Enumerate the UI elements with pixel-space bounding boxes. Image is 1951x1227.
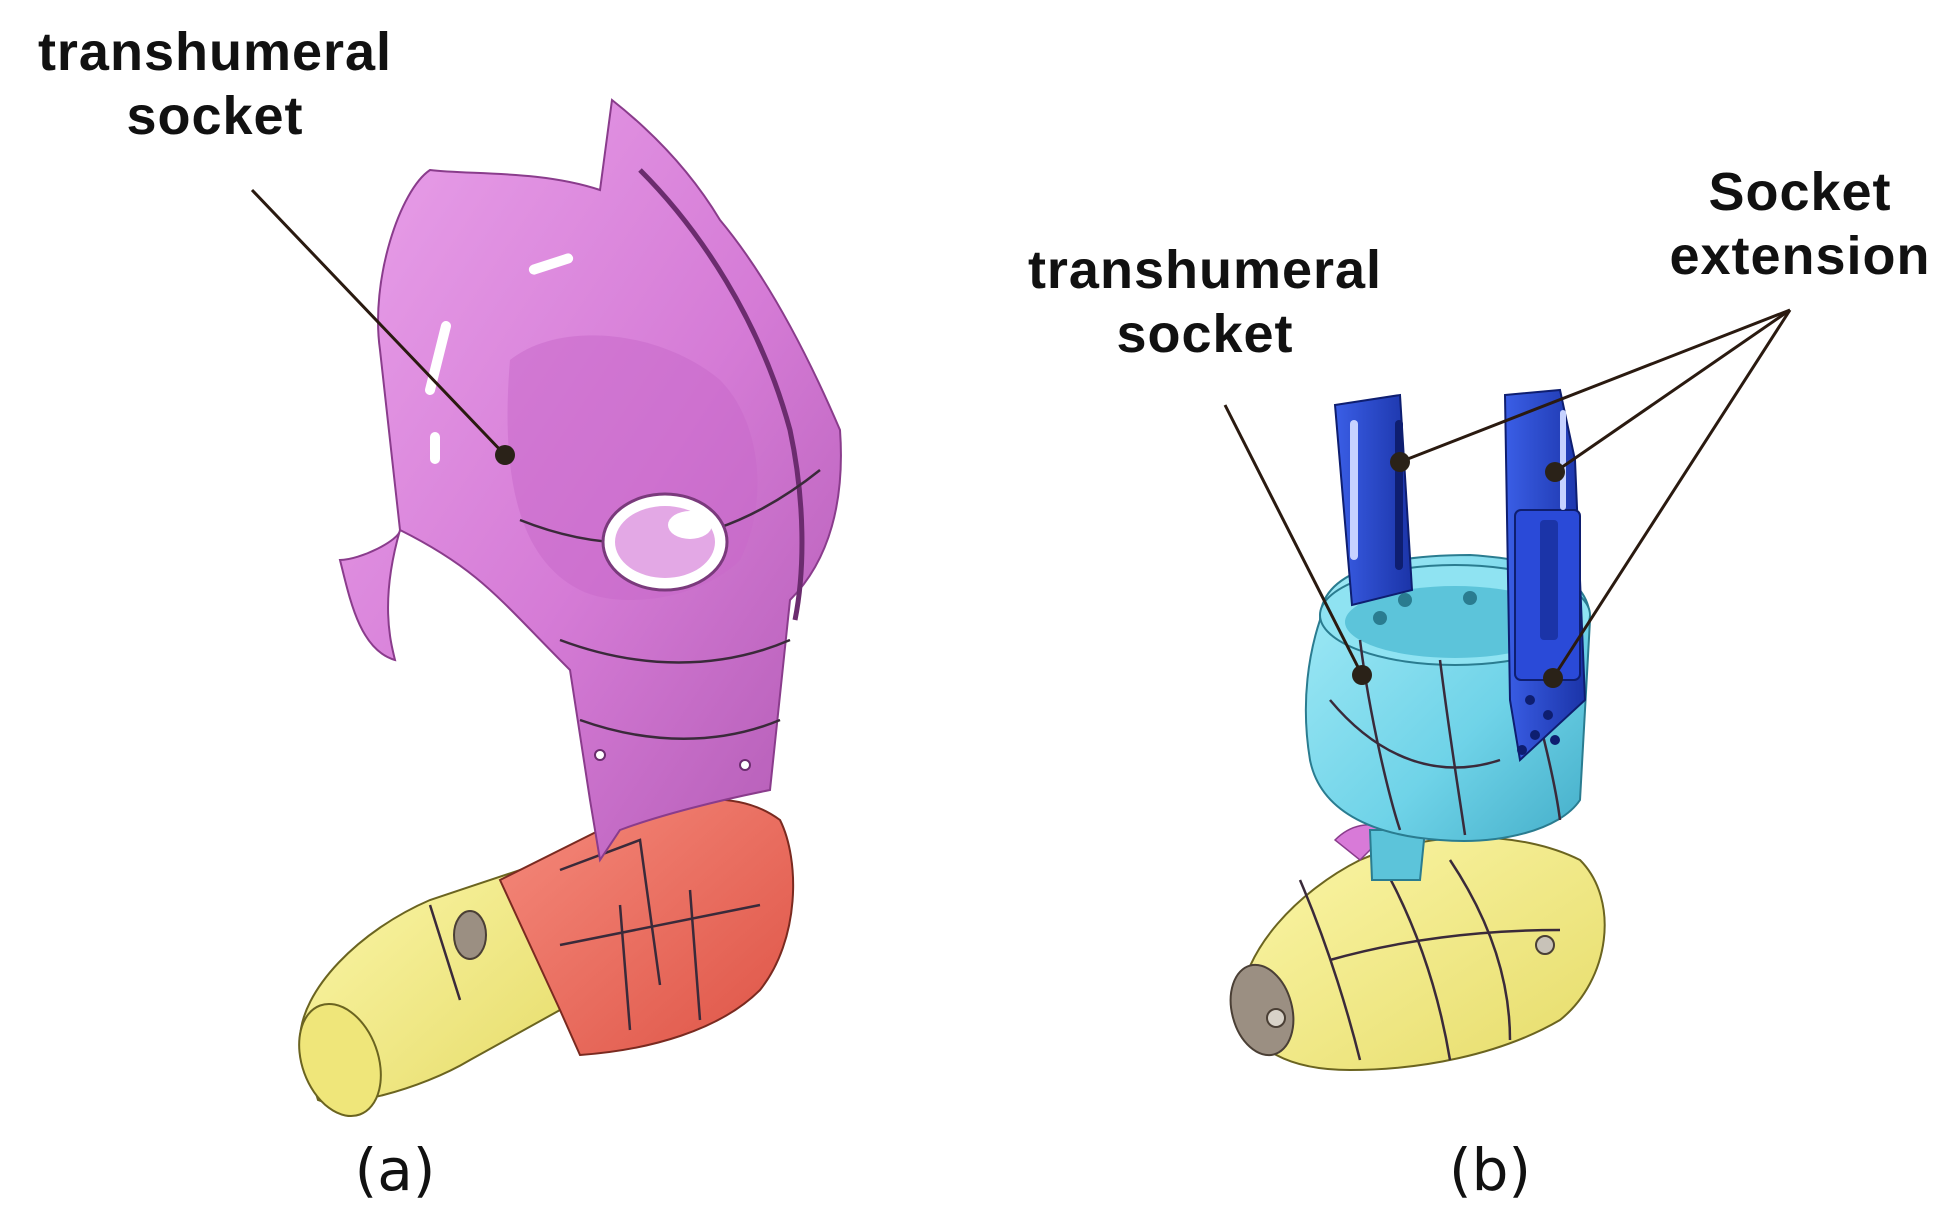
callout-dot-a [495, 445, 515, 465]
extension-dot-3 [1543, 668, 1563, 688]
forearm-yellow-b [1229, 824, 1606, 1072]
extension-leader-1 [1399, 308, 1791, 464]
callout-extension-line1: Socket [1708, 162, 1892, 222]
callout-socket-b-line2: socket [1116, 304, 1294, 364]
callout-socket-b-line1: transhumeral [1027, 240, 1383, 300]
extension-leader-2 [1554, 308, 1791, 474]
panel-label-b: (b) [1448, 1136, 1532, 1204]
forearm-upper-red [498, 798, 795, 1057]
extension-dot-1 [1390, 452, 1410, 472]
panel-b-model [1223, 308, 1792, 1072]
socket-extension-left [1333, 393, 1414, 607]
extension-dot-2 [1545, 462, 1565, 482]
callout-leader-a [250, 188, 507, 457]
callout-socket-a: transhumeral socket [20, 20, 410, 148]
forearm-lower-yellow [298, 868, 562, 1118]
socket-dot-b [1352, 665, 1372, 685]
callout-socket-a-line2: socket [126, 86, 304, 146]
panel-label-a: (a) [354, 1136, 436, 1204]
panel-a-model [250, 98, 842, 1118]
socket-leader-b [1223, 404, 1364, 676]
transhumeral-socket-a [338, 98, 842, 863]
socket-extension-right [1503, 388, 1587, 762]
callout-socket-a-line1: transhumeral [37, 22, 393, 82]
extension-leader-3 [1551, 309, 1792, 679]
callout-extension-line2: extension [1669, 226, 1931, 286]
callout-extension-b: Socket extension [1655, 160, 1945, 288]
callout-socket-b: transhumeral socket [1010, 238, 1400, 366]
